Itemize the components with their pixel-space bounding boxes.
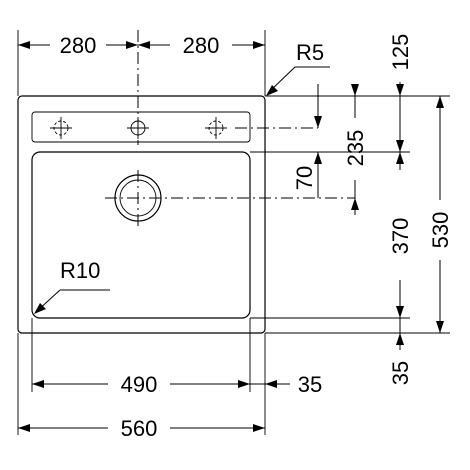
bowl-outline bbox=[31, 151, 251, 319]
dim-top-right-label: 280 bbox=[183, 33, 220, 58]
radius-inner-label: R10 bbox=[60, 258, 100, 283]
dimension-bowl-width bbox=[32, 380, 290, 388]
dimension-drain-offset bbox=[314, 84, 322, 198]
dim-drain-offset-label: 70 bbox=[292, 166, 317, 190]
dimension-overall-height bbox=[436, 96, 444, 333]
dimension-overall-width bbox=[18, 424, 265, 432]
dim-bowl-height-label: 370 bbox=[388, 218, 413, 255]
radius-outer-label: R5 bbox=[296, 40, 324, 65]
dim-bowl-width-label: 490 bbox=[121, 372, 158, 397]
sink-outer-outline bbox=[17, 95, 266, 334]
dim-right-margin-label: 35 bbox=[298, 372, 322, 397]
dim-overall-width-label: 560 bbox=[121, 416, 158, 441]
dim-top-left-label: 280 bbox=[60, 33, 97, 58]
dimension-right-chain bbox=[396, 82, 404, 350]
tap-deck-outline bbox=[31, 111, 251, 143]
dashed-tap-hole-left-icon bbox=[50, 117, 72, 139]
dimension-top bbox=[18, 41, 265, 49]
dim-top-to-tap-label: 125 bbox=[388, 34, 413, 71]
dashed-tap-hole-right-icon bbox=[205, 117, 227, 139]
dimension-tap-to-drain bbox=[351, 84, 359, 215]
dim-bottom-margin-label: 35 bbox=[388, 361, 413, 385]
dim-overall-height-label: 530 bbox=[428, 212, 453, 249]
dim-tap-to-drain-label: 235 bbox=[343, 130, 368, 167]
